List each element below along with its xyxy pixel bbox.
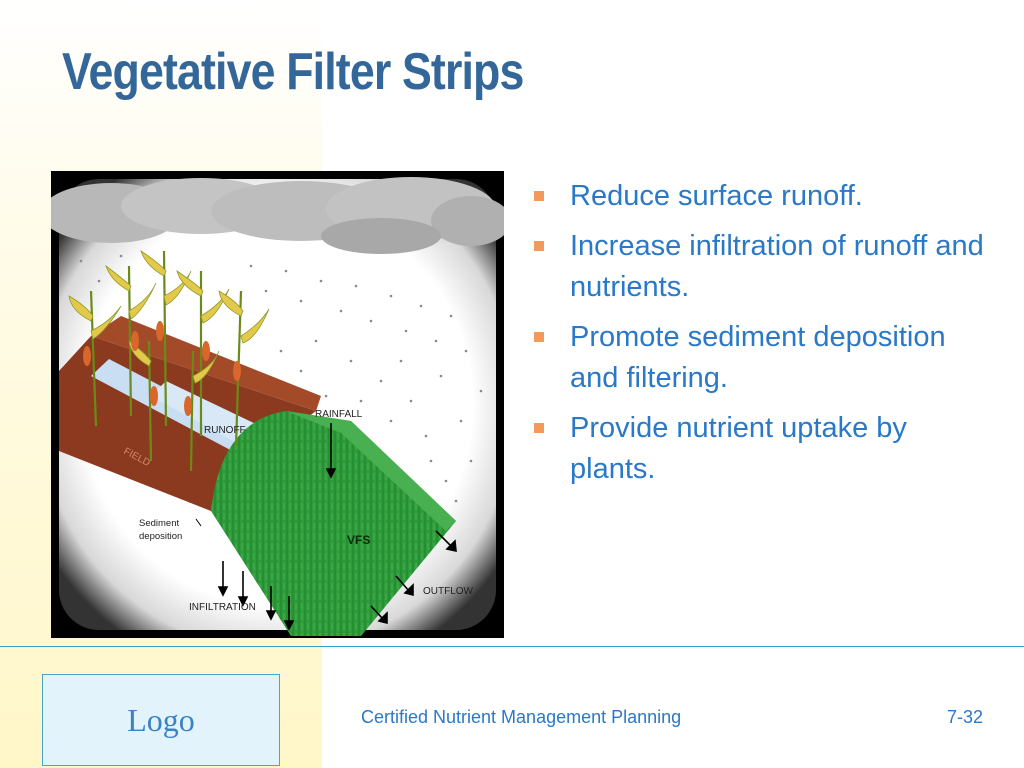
footer-course-title: Certified Nutrient Management Planning <box>361 707 682 727</box>
vfs-label: VFS <box>347 533 370 547</box>
bullet-item: Increase infiltration of runoff and nutr… <box>530 226 1000 308</box>
sediment-label-line1: Sediment <box>139 518 179 529</box>
square-bullet-icon <box>534 332 544 342</box>
slide-number: 7-32 <box>947 707 984 727</box>
filter-strip-grass <box>211 411 456 636</box>
outflow-label: OUTFLOW <box>423 586 474 597</box>
bullet-item: Promote sediment deposition and filterin… <box>530 317 1000 399</box>
slide-title: Vegetative Filter Strips <box>62 43 524 101</box>
bullet-list: Reduce surface runoff. Increase infiltra… <box>530 176 1000 499</box>
rainfall-label: RAINFALL <box>315 409 363 420</box>
storm-cloud <box>51 177 504 254</box>
bullet-text: Reduce surface runoff. <box>570 180 863 212</box>
square-bullet-icon <box>534 241 544 251</box>
runoff-label: RUNOFF <box>204 425 246 436</box>
vegetative-filter-strip-illustration: RAINFALL RUNOFF FIELD Sediment depositio… <box>51 171 504 638</box>
flow-arrows <box>195 423 457 631</box>
logo-text: Logo <box>127 701 195 738</box>
bullet-text: Promote sediment deposition and filterin… <box>570 321 946 394</box>
bullet-item: Reduce surface runoff. <box>530 176 1000 217</box>
corn-plants <box>89 250 243 472</box>
footer-divider <box>0 646 1024 647</box>
square-bullet-icon <box>534 191 544 201</box>
infiltration-label: INFILTRATION <box>189 602 256 613</box>
bullet-text: Provide nutrient uptake by plants. <box>570 412 907 485</box>
corn-leaves <box>68 250 270 384</box>
rain-drops <box>79 254 483 503</box>
corn-ears <box>83 321 241 416</box>
bullet-text: Increase infiltration of runoff and nutr… <box>570 230 984 303</box>
sediment-label-line2: deposition <box>139 531 182 542</box>
filter-strip-diagram: RAINFALL RUNOFF FIELD Sediment depositio… <box>51 177 504 636</box>
square-bullet-icon <box>534 423 544 433</box>
logo-placeholder: Logo <box>42 674 280 766</box>
bullet-item: Provide nutrient uptake by plants. <box>530 408 1000 490</box>
